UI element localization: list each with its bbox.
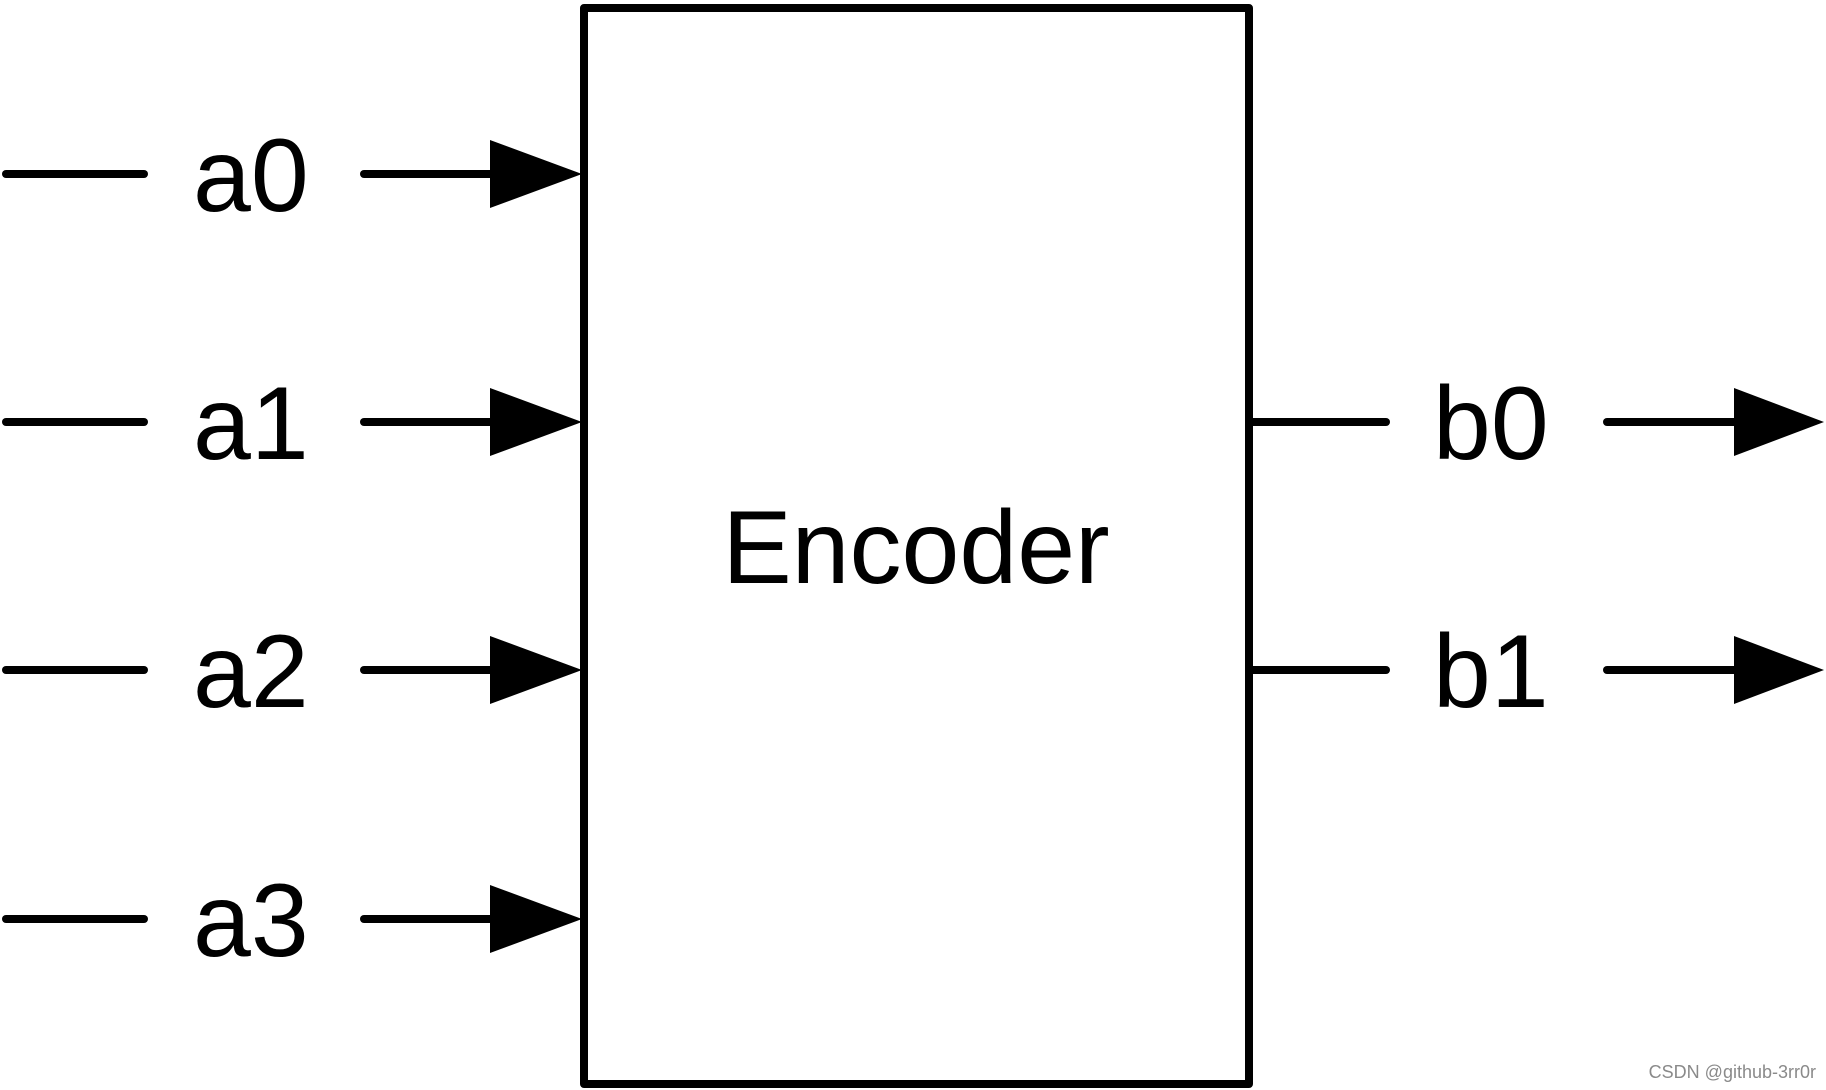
input-a3-arrowhead <box>490 885 582 953</box>
input-a3: a3 <box>2 863 582 979</box>
input-a1-label: a1 <box>193 366 309 482</box>
output-b0-label: b0 <box>1433 366 1549 482</box>
encoder-label: Encoder <box>722 490 1109 606</box>
input-a2-label: a2 <box>193 614 309 730</box>
output-b0: b0 <box>1249 366 1824 482</box>
input-a2-arrowhead <box>490 636 582 704</box>
input-a0-arrowhead <box>490 140 582 208</box>
input-a1-arrowhead <box>490 388 582 456</box>
watermark-text: CSDN @github-3rr0r <box>1649 1062 1816 1082</box>
output-b1-arrowhead <box>1734 636 1824 704</box>
input-a3-label: a3 <box>193 863 309 979</box>
input-a2: a2 <box>2 614 582 730</box>
input-a1: a1 <box>2 366 582 482</box>
input-a0-label: a0 <box>193 118 309 234</box>
output-b1-label: b1 <box>1433 614 1549 730</box>
input-a0: a0 <box>2 118 582 234</box>
encoder-block <box>580 4 1253 1088</box>
output-b0-arrowhead <box>1734 388 1824 456</box>
output-b1: b1 <box>1249 614 1824 730</box>
